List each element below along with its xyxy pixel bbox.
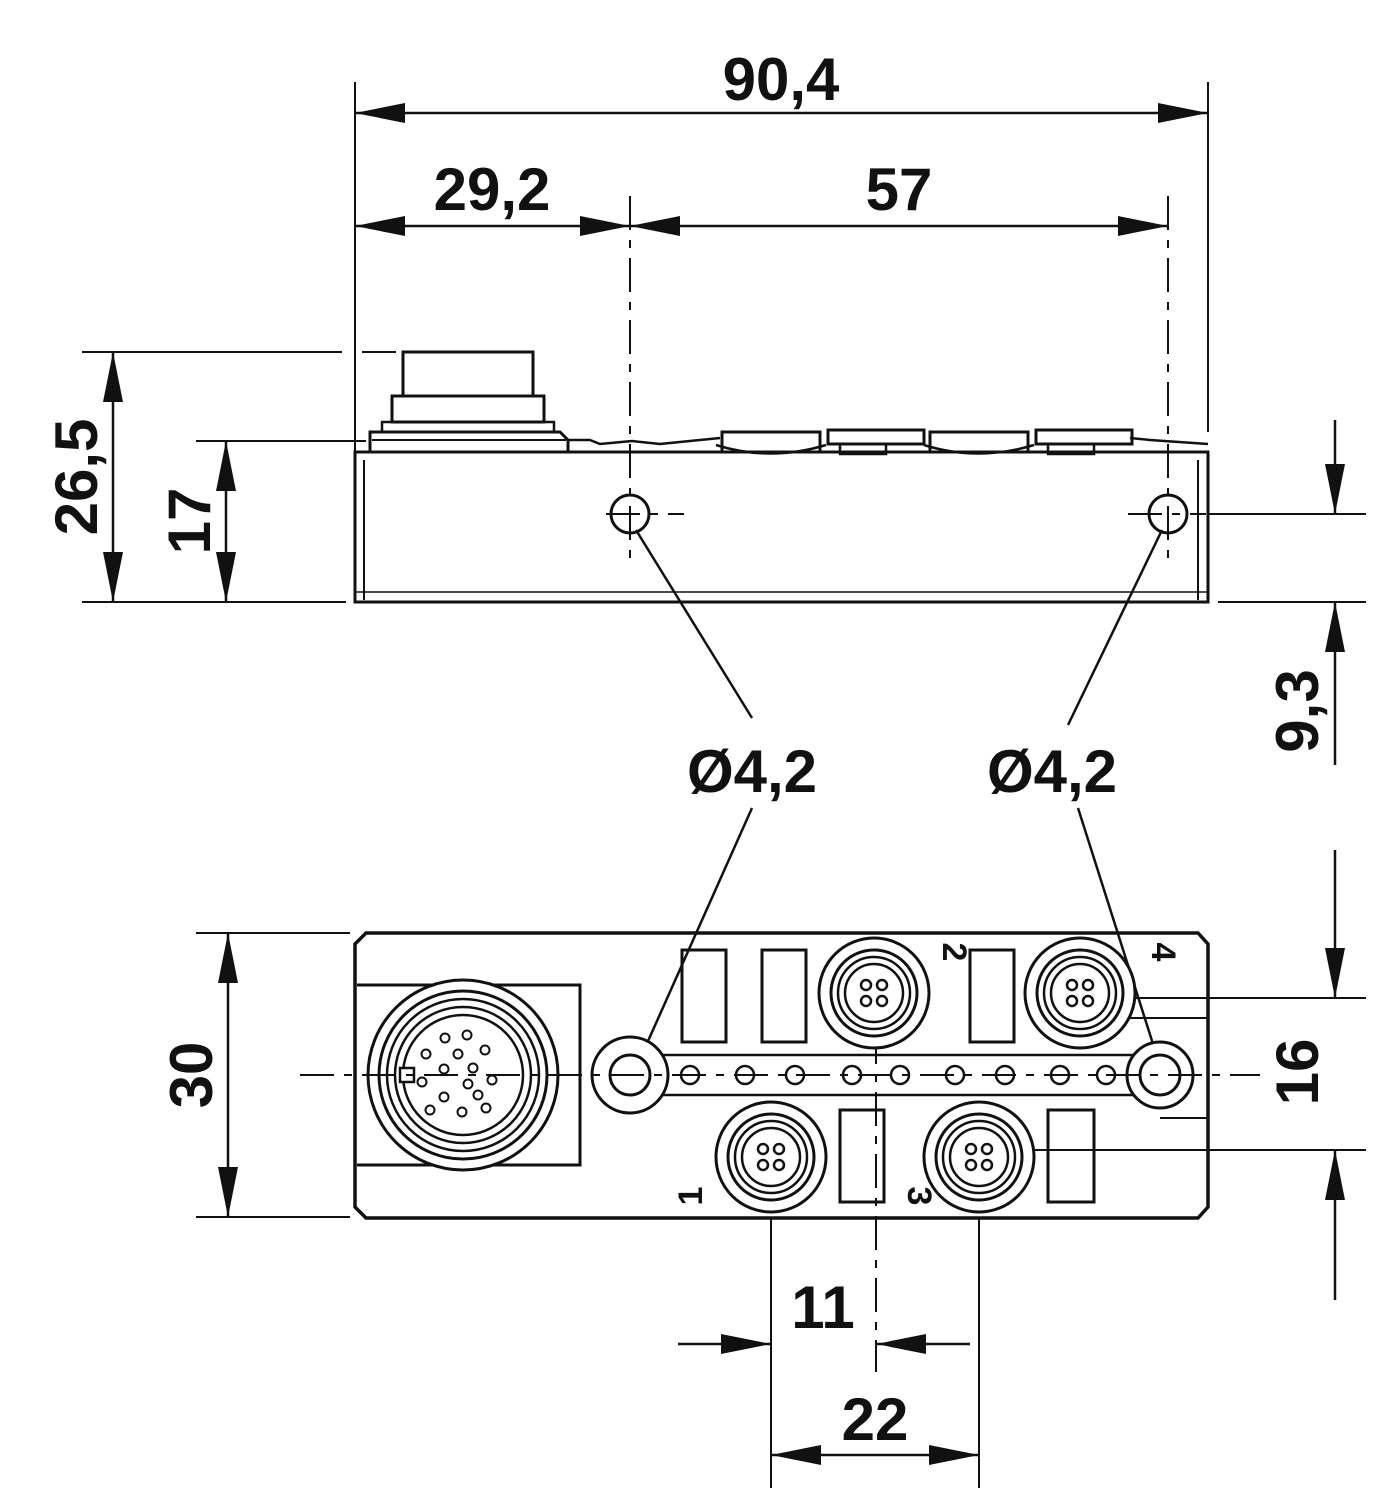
dimension-overall-height: 26,5 (43, 419, 110, 536)
front-view-dimension-lines (218, 850, 1345, 1465)
dimension-hole-spacing: 57 (866, 156, 933, 223)
dimension-port-pitch: 22 (842, 1386, 909, 1453)
port-2-connector (817, 936, 931, 1050)
dimension-left-offset: 29,2 (434, 156, 551, 223)
dimension-body-height: 17 (156, 488, 223, 555)
front-view (196, 931, 1366, 1488)
dimension-hole-diameter-left: Ø4,2 (687, 738, 817, 805)
dimension-hole-diameter-right: Ø4,2 (987, 738, 1117, 805)
side-view-dimension-lines (103, 103, 1345, 1069)
dimension-overall-length: 90,4 (723, 46, 840, 113)
dimension-port-offset: 11 (791, 1274, 854, 1341)
port-1-connector (714, 1100, 828, 1214)
port-4-connector (1023, 936, 1137, 1050)
dimension-width: 30 (158, 1042, 225, 1109)
port-number-3: 3 (900, 1187, 938, 1206)
side-view (82, 82, 1366, 604)
port-3-connector (922, 1100, 1036, 1214)
port-number-2: 2 (935, 943, 973, 962)
port-number-4: 4 (1144, 943, 1182, 962)
dimension-hole-height: 9,3 (1264, 669, 1331, 752)
dimension-port-row-spacing: 16 (1264, 1039, 1331, 1106)
port-number-1: 1 (672, 1187, 710, 1206)
